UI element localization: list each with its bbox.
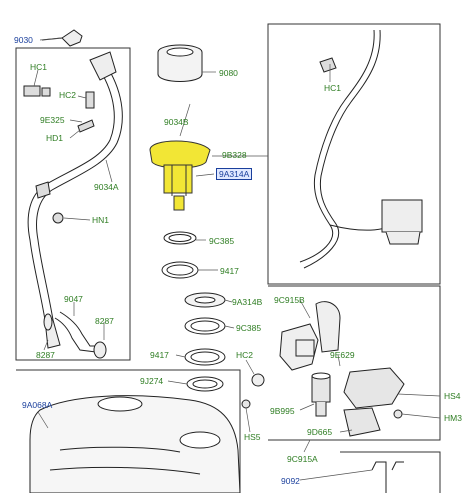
- callout-hm3[interactable]: HM3: [444, 413, 462, 423]
- callout-9034b[interactable]: 9034B: [164, 117, 189, 127]
- callout-9092[interactable]: 9092: [281, 476, 300, 486]
- part-9092: [371, 461, 404, 493]
- callout-9c915b[interactable]: 9C915B: [274, 295, 305, 305]
- callout-hs4[interactable]: HS4: [444, 391, 461, 401]
- callout-9417-top[interactable]: 9417: [220, 266, 239, 276]
- part-9047-hose: [43, 311, 107, 359]
- part-9D665-bracket: [241, 367, 405, 437]
- callout-9e629[interactable]: 9E629: [330, 350, 355, 360]
- part-9A314A-pump-highlighted: [149, 140, 211, 211]
- callout-9047[interactable]: 9047: [64, 294, 83, 304]
- callout-9b328[interactable]: 9B328: [222, 150, 247, 160]
- callout-9d665[interactable]: 9D665: [307, 427, 333, 437]
- part-9080-cap: [157, 44, 203, 82]
- callout-hc1-left[interactable]: HC1: [30, 62, 48, 72]
- callout-9a314a-selected[interactable]: 9A314A: [216, 168, 253, 180]
- ring-9J274: [186, 376, 224, 392]
- part-9C915B-valve-assembly: [251, 301, 341, 387]
- part-9A314B: [184, 292, 226, 308]
- callout-9c385-top[interactable]: 9C385: [209, 236, 235, 246]
- ring-9C385-bottom: [184, 317, 226, 335]
- leader-lines: [33, 37, 441, 481]
- callout-9c385-bottom[interactable]: 9C385: [236, 323, 262, 333]
- part-9030: [41, 29, 83, 47]
- callout-hc1-right[interactable]: HC1: [324, 83, 342, 93]
- callout-9a068a[interactable]: 9A068A: [22, 400, 53, 410]
- callout-hc2[interactable]: HC2: [59, 90, 77, 100]
- callout-hc2-lower[interactable]: HC2: [236, 350, 254, 360]
- right-panel-outline: [267, 23, 441, 285]
- part-9B328-harness: [299, 29, 423, 269]
- callout-9e325[interactable]: 9E325: [40, 115, 65, 125]
- callout-9030[interactable]: 9030: [14, 35, 33, 45]
- callout-9c915a[interactable]: 9C915A: [287, 454, 318, 464]
- callout-9a314b[interactable]: 9A314B: [232, 297, 263, 307]
- ring-9C385-top: [163, 231, 197, 245]
- callout-8287-right[interactable]: 8287: [95, 316, 114, 326]
- bottom-right-panel-outline: [340, 451, 441, 493]
- tank-panel-outline: [16, 369, 241, 493]
- left-small-clips: [23, 85, 95, 224]
- valve-panel-outline: [268, 285, 441, 441]
- callout-9417-bottom[interactable]: 9417: [150, 350, 169, 360]
- callout-9080[interactable]: 9080: [219, 68, 238, 78]
- left-panel-outline: [15, 47, 131, 361]
- callout-hd1[interactable]: HD1: [46, 133, 64, 143]
- ring-9417-top: [161, 261, 199, 279]
- ring-9417-bottom: [184, 348, 226, 366]
- part-9A068A-fuel-tank: [29, 395, 241, 493]
- callout-9034a[interactable]: 9034A: [94, 182, 119, 192]
- callout-9j274[interactable]: 9J274: [140, 376, 164, 386]
- callout-9b995[interactable]: 9B995: [270, 406, 295, 416]
- callout-hn1[interactable]: HN1: [92, 215, 110, 225]
- callout-hs5[interactable]: HS5: [244, 432, 261, 442]
- callout-8287-left[interactable]: 8287: [36, 350, 55, 360]
